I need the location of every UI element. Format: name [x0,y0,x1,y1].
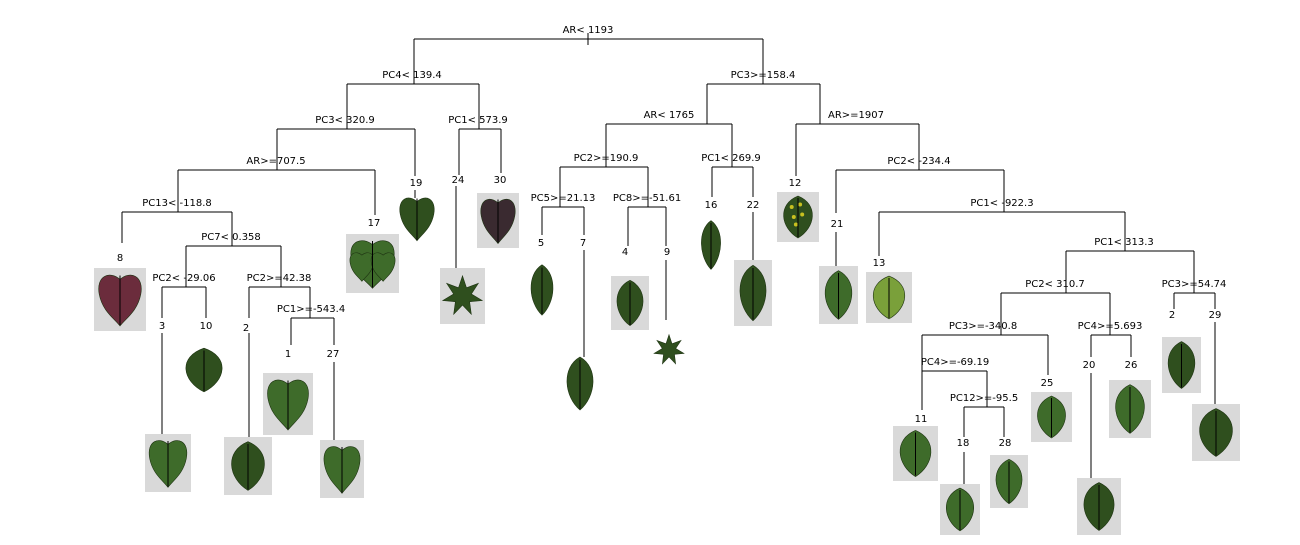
leaf-photo [653,333,685,365]
split-label: PC1< 573.9 [448,115,508,126]
split-label: PC1>=-543.4 [277,304,345,315]
leaf-photo [224,437,272,495]
leaf-photo [145,434,191,492]
leaf-photo [94,268,146,331]
leaf-photo [320,440,364,498]
leaf-photo [263,373,313,435]
leaf-number: 2 [243,323,249,334]
leaf-photo [1031,392,1072,442]
leaf-number: 10 [200,321,213,332]
split-label: PC2>=190.9 [574,153,639,164]
split-label: AR>=707.5 [246,156,305,167]
leaf-number: 27 [327,349,340,360]
leaf-number: 26 [1125,360,1138,371]
leaf-number: 8 [117,253,123,264]
split-label: AR>=1907 [828,110,884,121]
split-label: PC4< 139.4 [382,70,442,81]
split-label: AR< 1193 [563,25,614,36]
split-label: PC4>=5.693 [1078,321,1143,332]
leaf-number: 4 [622,247,628,258]
split-label: PC2< 310.7 [1025,279,1085,290]
split-label: PC3>=-340.8 [949,321,1017,332]
leaf-photo [440,268,485,324]
split-label: PC8>=-51.61 [613,193,681,204]
leaf-number: 9 [664,247,670,258]
leaf-photo [777,192,819,242]
split-label: PC1< -922.3 [970,198,1033,209]
leaf-photo [185,347,223,393]
tree-edges [121,33,1216,484]
split-label: PC4>=-69.19 [921,357,989,368]
leaf-photo [566,356,594,411]
leaf-number: 17 [368,218,381,229]
split-label: PC5>=21.13 [531,193,596,204]
leaf-photo [477,193,519,248]
split-label: PC3>=54.74 [1162,279,1227,290]
split-label: PC13< -118.8 [142,198,212,209]
split-label: PC2>=42.38 [247,273,312,284]
split-label: PC1< 269.9 [701,153,761,164]
leaf-number: 29 [1209,310,1222,321]
leaf-photo [611,276,649,330]
leaf-number: 13 [873,258,886,269]
leaf-photo [1192,404,1240,461]
split-label: PC3>=158.4 [731,70,796,81]
leaf-number: 25 [1041,378,1054,389]
leaf-photo [1109,380,1151,438]
leaf-number: 16 [705,200,718,211]
leaf-number: 5 [538,238,544,249]
leaf-number: 12 [789,178,802,189]
leaf-photo [399,197,435,242]
leaf-number: 20 [1083,360,1096,371]
leaf-number: 21 [831,219,844,230]
leaf-number: 30 [494,175,507,186]
leaf-photo [1077,478,1121,535]
leaf-number: 2 [1169,310,1175,321]
leaf-photo [866,272,912,323]
split-label: AR< 1765 [644,110,695,121]
leaf-photo [734,260,772,326]
leaf-photo [940,484,980,535]
split-label: PC1< 313.3 [1094,237,1154,248]
leaf-number: 11 [915,414,928,425]
leaf-number: 19 [410,178,423,189]
leaf-photo [346,234,399,293]
leaf-photo [1162,337,1201,393]
leaf-number: 28 [999,438,1012,449]
split-label: PC2< -29.06 [152,273,215,284]
leaf-photo [990,455,1028,508]
split-label: PC2< -234.4 [887,156,950,167]
leaf-number: 7 [580,238,586,249]
leaf-photos [94,192,1240,535]
leaf-number: 22 [747,200,760,211]
leaf-photo [701,220,721,270]
split-label: PC3< 320.9 [315,115,375,126]
leaf-photo [530,264,554,316]
leaf-number: 24 [452,175,465,186]
split-label: PC7< 0.358 [201,232,261,243]
leaf-number: 1 [285,349,291,360]
leaf-number: 3 [159,321,165,332]
split-label: PC12>=-95.5 [950,393,1018,404]
leaf-number: 18 [957,438,970,449]
leaf-photo [819,266,858,324]
leaf-photo [893,426,938,481]
